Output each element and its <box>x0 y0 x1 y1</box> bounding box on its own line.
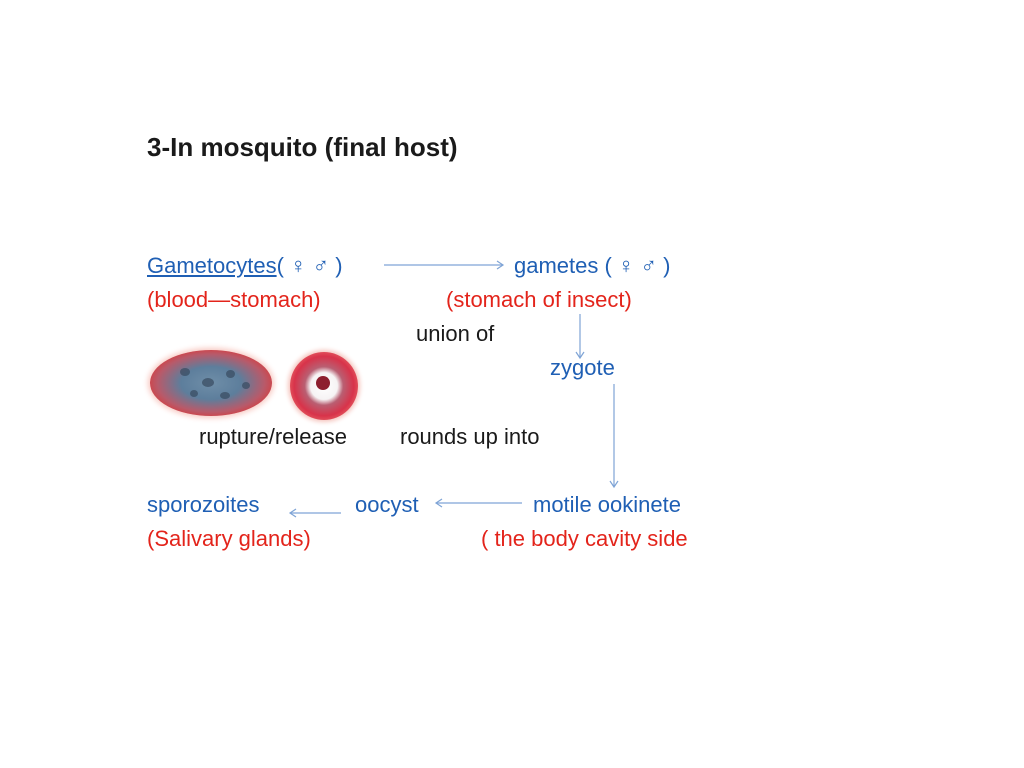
motile-ookinete-label: motile ookinete <box>533 492 681 517</box>
slide-title: 3-In mosquito (final host) <box>147 132 458 162</box>
gametocyte-oval-icon <box>150 350 272 416</box>
body-cavity-side-label: ( the body cavity side <box>481 526 688 551</box>
gametocytes-link[interactable]: Gametocytes <box>147 253 277 278</box>
blood-stomach-label: (blood—stomach) <box>147 287 321 312</box>
rupture-release-label: rupture/release <box>199 424 347 449</box>
zygote-label: zygote <box>550 355 615 380</box>
oocyst-label: oocyst <box>355 492 419 517</box>
sporozoites-label: sporozoites <box>147 492 260 517</box>
union-of-label: union of <box>416 321 495 346</box>
gametocytes-symbols: ( ♀ ♂ ) <box>276 253 343 278</box>
rounds-up-into-label: rounds up into <box>400 424 540 449</box>
salivary-glands-label: (Salivary glands) <box>147 526 311 551</box>
gametes-label: gametes ( ♀ ♂ ) <box>514 253 671 278</box>
arrow-gametes-to-zygote <box>575 314 585 360</box>
gametocyte-round-icon <box>290 352 358 420</box>
arrow-gametocytes-to-gametes <box>384 260 505 270</box>
arrow-ookinete-to-oocyst <box>434 498 522 508</box>
arrow-oocyst-to-sporozoites <box>288 508 341 518</box>
arrow-zygote-to-ookinete <box>609 384 619 489</box>
gametocytes-label: Gametocytes( ♀ ♂ ) <box>147 255 343 277</box>
stomach-insect-label: (stomach of insect) <box>446 287 632 312</box>
